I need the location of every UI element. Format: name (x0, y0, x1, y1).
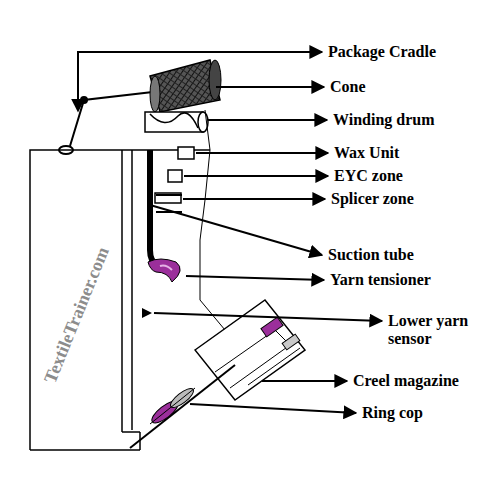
part-label: Yarn tensioner (330, 271, 431, 289)
part-label: Creel magazine (353, 372, 459, 390)
watermark: TextileTrainer.com (40, 244, 113, 386)
cone-package (150, 60, 221, 112)
part-label: Cone (330, 78, 366, 96)
part-label: Splicer zone (331, 190, 414, 208)
part-label: Ring cop (362, 404, 423, 422)
winding-drum (145, 112, 208, 132)
part-label: EYC zone (334, 167, 403, 185)
part-label: Suction tube (328, 246, 414, 264)
sensor-symbol (142, 308, 152, 318)
leader-lines (78, 52, 382, 413)
part-label: Lower yarn sensor (388, 312, 488, 348)
yarn-tensioner-symbol (148, 259, 180, 282)
part-label: Winding drum (333, 111, 435, 129)
part-label: Wax Unit (334, 144, 399, 162)
part-label: Package Cradle (328, 43, 436, 61)
